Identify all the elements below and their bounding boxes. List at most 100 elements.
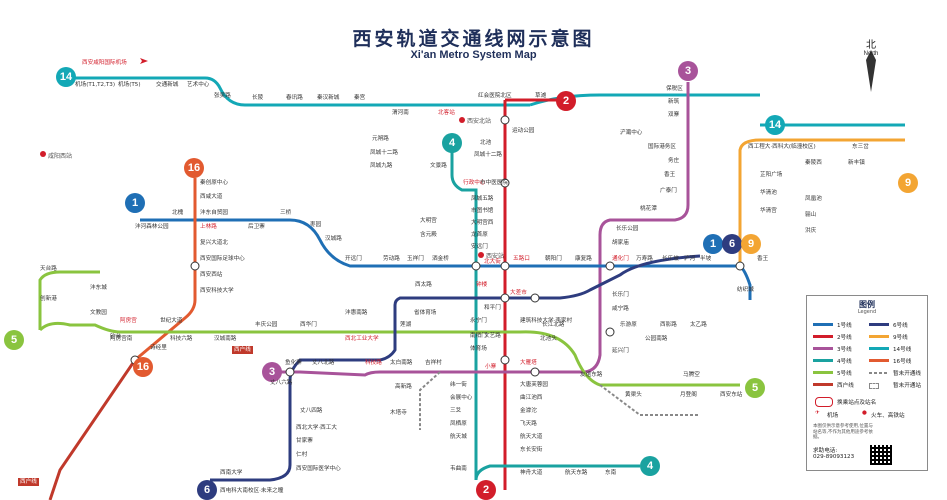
station-label: 西北工业大学 xyxy=(345,336,379,342)
station-label: 北槐 xyxy=(172,210,184,216)
station-label: 渭河南 xyxy=(392,110,409,116)
line-3-track xyxy=(280,82,690,377)
line-4-badge-south[interactable]: 4 xyxy=(640,456,660,476)
line-16-track xyxy=(134,178,197,362)
legend-swatch-line4 xyxy=(813,359,833,362)
station-label: 凤城十二路 xyxy=(370,150,398,156)
station-label: 西北大学·西工大 xyxy=(296,425,337,431)
station-label: 航天大道 xyxy=(520,434,543,440)
hub-line-6-badge[interactable]: 6 xyxy=(722,234,742,254)
hub-line-9-badge[interactable]: 9 xyxy=(741,234,761,254)
station-label: 北客站 xyxy=(438,110,455,116)
station-label: 西电科大南校区·未来之瞳 xyxy=(220,488,284,494)
line-2-badge-south[interactable]: 2 xyxy=(476,480,496,500)
station-label: 行政中心 xyxy=(463,180,486,186)
transfer-beidajie xyxy=(500,261,510,271)
station-label: 长乐公园 xyxy=(616,226,639,232)
north-arrow-icon xyxy=(866,50,876,92)
qr-code-icon[interactable] xyxy=(870,445,892,465)
airport-label: 西安咸阳国际机场 xyxy=(82,60,127,66)
legend-item: 9号线 xyxy=(893,335,908,341)
station-label: 黄渠头 xyxy=(625,392,642,398)
station-label: 市图书馆 xyxy=(471,208,494,214)
station-label: 半坡 xyxy=(700,256,712,262)
station-label: 和平门 xyxy=(484,305,501,311)
station-label: 丈八六路 xyxy=(270,380,293,386)
line-3-badge[interactable]: 3 xyxy=(678,61,698,81)
station-label: 会展中心 xyxy=(450,395,473,401)
line-1-badge[interactable]: 1 xyxy=(125,193,145,213)
station-label: 建筑科技大学·李家村 xyxy=(520,318,573,324)
station-label: 华清宫 xyxy=(760,208,777,214)
station-label: 洒金桥 xyxy=(432,256,449,262)
transfer-zhonglou xyxy=(500,293,510,303)
station-label: 洪庆 xyxy=(805,228,817,234)
station-label: 西太路 xyxy=(415,282,432,288)
line-14-badge-east[interactable]: 14 xyxy=(765,115,785,135)
station-label: 小寨 xyxy=(485,364,497,370)
line-2-badge[interactable]: 2 xyxy=(556,91,576,111)
station-label: 公园南路 xyxy=(645,336,668,342)
station-label: 大唐芙蓉园 xyxy=(520,382,548,388)
station-label: 甘家寨 xyxy=(296,438,313,444)
legend-swatch-line9 xyxy=(869,335,889,338)
line-4-badge[interactable]: 4 xyxy=(442,133,462,153)
station-label: 丈八四路 xyxy=(300,408,323,414)
station-label: 延兴门 xyxy=(612,348,629,354)
hub-line-1-badge[interactable]: 1 xyxy=(703,234,723,254)
station-label: 汉城路 xyxy=(325,236,342,242)
station-label: 秦创原中心 xyxy=(200,180,228,186)
airplane-icon xyxy=(140,58,148,64)
station-label: 高新路 xyxy=(395,384,412,390)
station-label: 金滹沱 xyxy=(520,408,537,414)
line-9-badge[interactable]: 9 xyxy=(898,173,918,193)
station-label: 秦宫 xyxy=(354,95,366,101)
station-label: 秦汉新城 xyxy=(317,95,340,101)
station-label: 丰庆公园 xyxy=(255,322,278,328)
legend-item: 暂未开通站 xyxy=(893,383,921,389)
line-14-badge[interactable]: 14 xyxy=(56,67,76,87)
station-label: 新丰镇 xyxy=(848,160,865,166)
station-label: 文教园 xyxy=(90,310,107,316)
legend-title: 图例 xyxy=(859,300,875,309)
legend-note: 本图仅供示意参考使用,位置与站名等,不作为其他用途参考依据。 xyxy=(813,424,873,440)
station-label: 胡家庙 xyxy=(612,240,629,246)
station-label: 草滩 xyxy=(535,93,547,99)
legend-title-en: Legend xyxy=(857,309,877,315)
station-label: 机场(T5) xyxy=(118,82,141,88)
station-label: 西影路 xyxy=(660,322,677,328)
xianyang-west-label: 咸阳西站 xyxy=(48,153,73,160)
transfer-banpo xyxy=(605,327,615,337)
station-label: 万寿路 xyxy=(636,256,653,262)
line-16-badge-south[interactable]: 16 xyxy=(133,357,153,377)
line-16-badge[interactable]: 16 xyxy=(184,158,204,178)
legend-item: 2号线 xyxy=(837,335,852,341)
line-5-badge-east[interactable]: 5 xyxy=(745,378,765,398)
station-label: 康复路 xyxy=(575,256,592,262)
station-label: 永宁门 xyxy=(470,318,487,324)
legend-item: 1号线 xyxy=(837,323,852,329)
line-3-badge-west[interactable]: 3 xyxy=(262,362,282,382)
legend-swatch-unopened-line xyxy=(869,372,889,374)
station-label: 枣园 xyxy=(310,222,322,228)
station-label: 长江北路 xyxy=(542,322,565,328)
line-6-badge[interactable]: 6 xyxy=(197,480,217,500)
station-label: 飞天路 xyxy=(520,421,537,427)
line-5-badge-west[interactable]: 5 xyxy=(4,330,24,350)
station-label: 浐河 xyxy=(684,256,696,262)
station-label: 元朔路 xyxy=(372,136,389,142)
legend-airport: 机场 xyxy=(827,413,839,419)
station-label: 开远门 xyxy=(345,256,362,262)
unopened-line-1 xyxy=(599,384,700,416)
station-label: 劳动路 xyxy=(383,256,400,262)
station-label: 国际港务区 xyxy=(648,144,676,150)
station-label: 西工程大·西科大(临潼校区) xyxy=(748,144,816,150)
legend-swatch-line2 xyxy=(813,335,833,338)
legend-item: 16号线 xyxy=(893,359,912,365)
station-label: 莲湖 xyxy=(400,322,412,328)
xian-station-label: 西安站 xyxy=(486,253,505,260)
station-label: 阿房宫南 xyxy=(110,336,133,342)
legend-transfer: 换乘站点及站名 xyxy=(837,400,877,406)
